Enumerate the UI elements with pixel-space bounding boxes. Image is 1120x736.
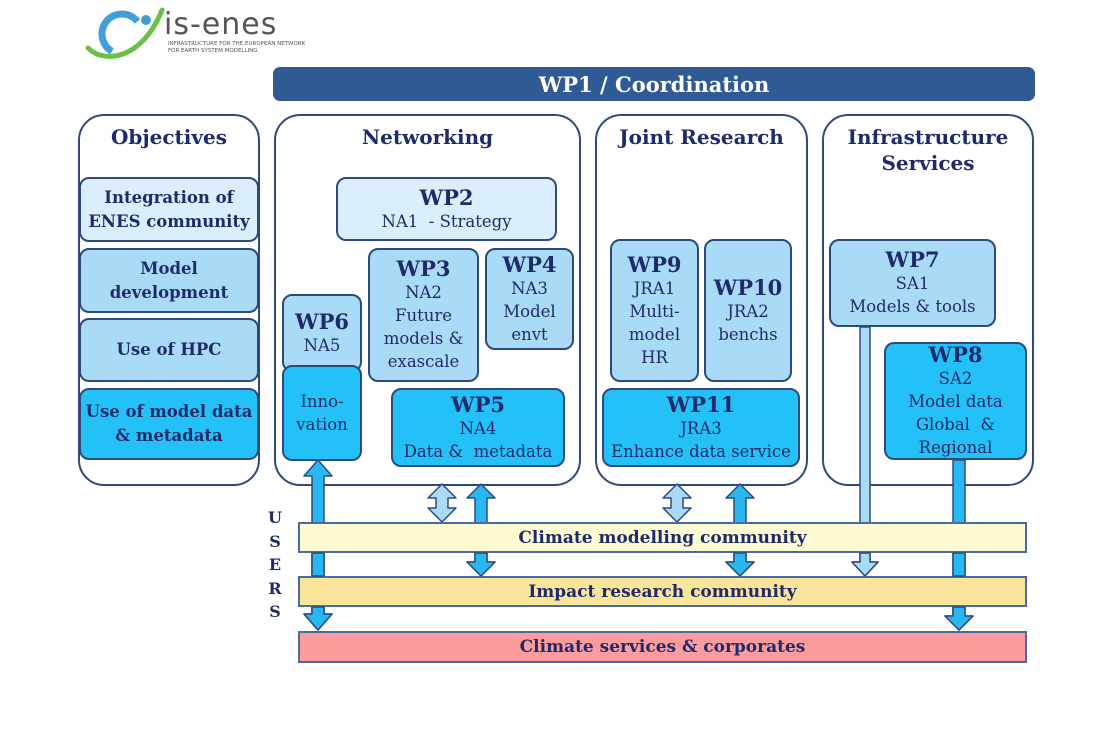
users-label: U S E R S [264,506,286,624]
wp-title: WP10 [713,274,783,300]
wp-title: WP3 [396,256,451,281]
wp4-box: WP4 NA3 Model envt [485,248,574,350]
wp-text: models & [383,329,464,348]
users-letter: U [268,508,282,527]
wp-text: SA2 [938,369,973,388]
wp5-box: WP5 NA4 Data & metadata [391,388,565,467]
wp-title: WP2 [419,184,474,210]
logo-name: is-enes [164,7,278,42]
wp-text: SA1 [895,274,930,293]
objective-item-text: Integration of [104,187,234,207]
band-label: Climate modelling community [518,527,807,548]
wp3-box: WP3 NA2 Future models & exascale [368,248,479,382]
wp-text: Regional [918,438,993,457]
users-letter: E [268,555,282,574]
wp-text: Models & tools [849,297,976,316]
wp-title: WP4 [502,251,557,277]
wp-title: WP7 [885,247,940,272]
users-letter: S [269,531,281,551]
wp2-box: WP2 NA1 - Strategy [336,177,557,241]
wp-text: Future [395,306,452,325]
wp-text: Multi- [629,301,680,321]
coordination-bar: WP1 / Coordination [273,67,1035,101]
wp-text: NA3 [511,278,548,298]
wp-text: envt [511,324,548,344]
coordination-label: WP1 / Coordination [538,71,770,97]
objective-item-model-data: Use of model data & metadata [79,388,259,460]
objective-item-text: & metadata [115,426,223,445]
wp-title: WP11 [666,391,736,417]
wp6-innovation-box: Inno- vation [282,365,362,461]
wp-text: NA1 - Strategy [381,211,512,231]
infrastructure-title-1: Infrastructure [847,125,1009,149]
objective-item-text: Model [140,258,198,278]
wp-title: WP9 [627,251,682,277]
wp-text: benchs [718,324,778,344]
wp-text: Model [503,301,556,321]
arrow-up-down-icon [662,483,692,523]
logo-swoosh-icon [85,7,165,59]
logo: is-enes INFRASTRUCTURE FOR THE EUROPEAN … [84,4,306,66]
objectives-title: Objectives [111,125,227,149]
wp-text: Enhance data service [611,441,791,461]
climate-services-band: Climate services & corporates [298,631,1027,663]
wp-text: NA2 [405,283,442,302]
objective-item-text: ENES community [88,211,250,231]
joint-research-title: Joint Research [619,125,784,149]
wp10-box: WP10 JRA2 benchs [704,239,792,382]
logo-tagline-1: INFRASTRUCTURE FOR THE EUROPEAN NETWORK [168,41,306,47]
objective-item-model-development: Model development [79,248,259,313]
objective-item-text: Use of model data [85,402,253,421]
users-letter: S [269,602,281,621]
wp-text: Global & [915,415,996,434]
wp7-box: WP7 SA1 Models & tools [829,239,996,327]
wp11-box: WP11 JRA3 Enhance data service [602,388,800,467]
wp-text: HR [641,347,668,367]
wp-text: Model data [908,392,1003,411]
band-label: Climate services & corporates [519,637,806,657]
wp-text: JRA3 [680,418,722,438]
arrow-up-down-icon [427,483,457,523]
wp-title: WP8 [928,342,983,367]
wp-title: WP6 [295,308,349,334]
objective-item-integration: Integration of ENES community [79,177,259,242]
infrastructure-title-2: Services [881,151,975,175]
objective-item-hpc: Use of HPC [79,318,259,382]
wp9-box: WP9 JRA1 Multi- model HR [610,239,699,382]
wp-text: JRA1 [633,278,676,298]
wp-text: NA4 [459,418,497,438]
wp-text: NA5 [303,335,341,355]
climate-modelling-band: Climate modelling community [298,522,1027,553]
objective-item-text: Use of HPC [116,340,222,359]
networking-title: Networking [361,125,494,149]
wp-text: vation [296,415,348,434]
logo-tagline-2: FOR EARTH SYSTEM MODELLING [168,48,258,54]
objective-item-text: development [109,282,229,302]
wp8-box: WP8 SA2 Model data Global & Regional [884,342,1027,460]
users-letter: R [268,578,282,598]
wp-text: Inno- [300,392,344,411]
band-label: Impact research community [528,581,797,602]
wp-text: Data & metadata [403,441,553,461]
wp-text: JRA2 [727,301,769,321]
wp-text: exascale [387,352,460,371]
impact-research-band: Impact research community [298,576,1027,607]
wp-text: model [628,324,681,344]
wp-title: WP5 [451,391,505,417]
